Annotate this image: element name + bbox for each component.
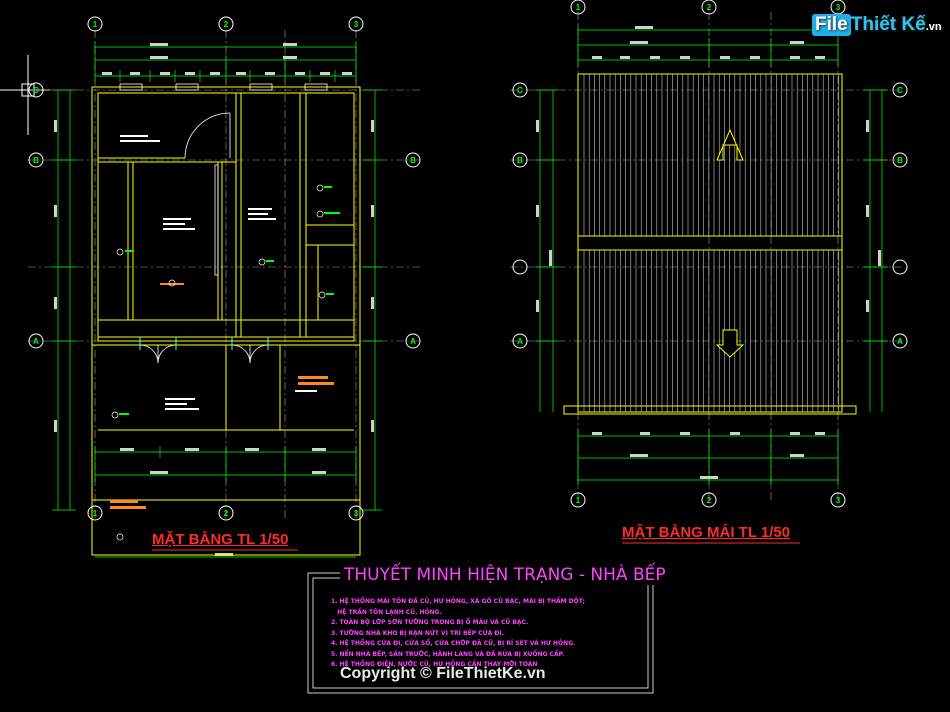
ucs-icon bbox=[0, 55, 50, 135]
grid-label-1-top: 1 bbox=[93, 20, 98, 29]
brand-logo-name: Thiết Kế bbox=[850, 14, 926, 35]
note-item: 2. TOÀN BỘ LỚP SƠN TƯỜNG TRONG BỊ Ố MÀU … bbox=[331, 619, 529, 626]
grid-label-3-top: 3 bbox=[354, 20, 359, 29]
grid-label-a-left: A bbox=[33, 337, 39, 346]
notes-list: 1. HỆ THỐNG MÁI TÔN ĐÃ CŨ, HƯ HỎNG, XÀ G… bbox=[331, 597, 585, 671]
grid-label-3-bottom: 3 bbox=[354, 509, 359, 518]
floor-plan: 1 2 3 1 2 3 C B A B A bbox=[28, 16, 421, 558]
note-item: 5. NỀN NHÀ BẾP, SÂN TRƯỚC, HÀNH LANG VÀ … bbox=[331, 650, 565, 658]
roof-grid-label-c-right: C bbox=[897, 86, 903, 95]
copyright-watermark: Copyright © FileThietKe.vn bbox=[340, 665, 546, 682]
roof-grid-label-a-left: A bbox=[517, 337, 523, 346]
roof-grid-label-2-top: 2 bbox=[707, 3, 712, 12]
roof-grid-label-b-right: B bbox=[897, 156, 903, 165]
roof-grid-label-a-right: A bbox=[897, 337, 903, 346]
floor-plan-title: MẶT BẰNG TL 1/50 bbox=[152, 531, 289, 548]
roof-grid-label-b-left: B bbox=[517, 156, 523, 165]
grid-label-1-bottom: 1 bbox=[93, 509, 98, 518]
note-item: 3. TƯỜNG NHÀ KHO BỊ RẠN NỨT VỊ TRÍ BẾP C… bbox=[331, 629, 504, 637]
note-item: 1. HỆ THỐNG MÁI TÔN ĐÃ CŨ, HƯ HỎNG, XÀ G… bbox=[331, 598, 585, 605]
brand-logo-suffix: .vn bbox=[925, 21, 942, 33]
roof-grid-label-2-bottom: 2 bbox=[707, 496, 712, 505]
roof-grid-label-3-bottom: 3 bbox=[836, 496, 841, 505]
roof-grid-label-c-left: C bbox=[517, 86, 523, 95]
roof-grid-label-3-top: 3 bbox=[836, 3, 841, 12]
grid-label-2-top: 2 bbox=[224, 20, 229, 29]
notes-title: THUYẾT MINH HIỆN TRẠNG - NHÀ BẾP bbox=[340, 565, 670, 585]
grid-label-b-left: B bbox=[33, 156, 39, 165]
roof-plan: 1 2 3 1 2 3 C B A C B A bbox=[510, 0, 908, 508]
grid-label-b-right: B bbox=[410, 156, 416, 165]
brand-logo-file: File bbox=[812, 14, 851, 36]
roof-grid-label-1-top: 1 bbox=[576, 3, 581, 12]
grid-label-a-right: A bbox=[410, 337, 416, 346]
roof-grid-label-1-bottom: 1 bbox=[576, 496, 581, 505]
grid-label-c-left: C bbox=[33, 86, 39, 95]
grid-label-2-bottom: 2 bbox=[224, 509, 229, 518]
note-item: 6. HỆ THỐNG ĐIỆN, NƯỚC CŨ, HƯ HỎNG CẦN T… bbox=[331, 661, 538, 668]
roof-plan-title: MẶT BẰNG MÁI TL 1/50 bbox=[622, 524, 791, 541]
note-item: 4. HỆ THỐNG CỬA ĐI, CỬA SỔ, CỬA CHỚP ĐÃ … bbox=[331, 640, 576, 647]
note-item: HỆ TRẦN TÔN LẠNH CŨ, HỎNG. bbox=[331, 608, 442, 616]
